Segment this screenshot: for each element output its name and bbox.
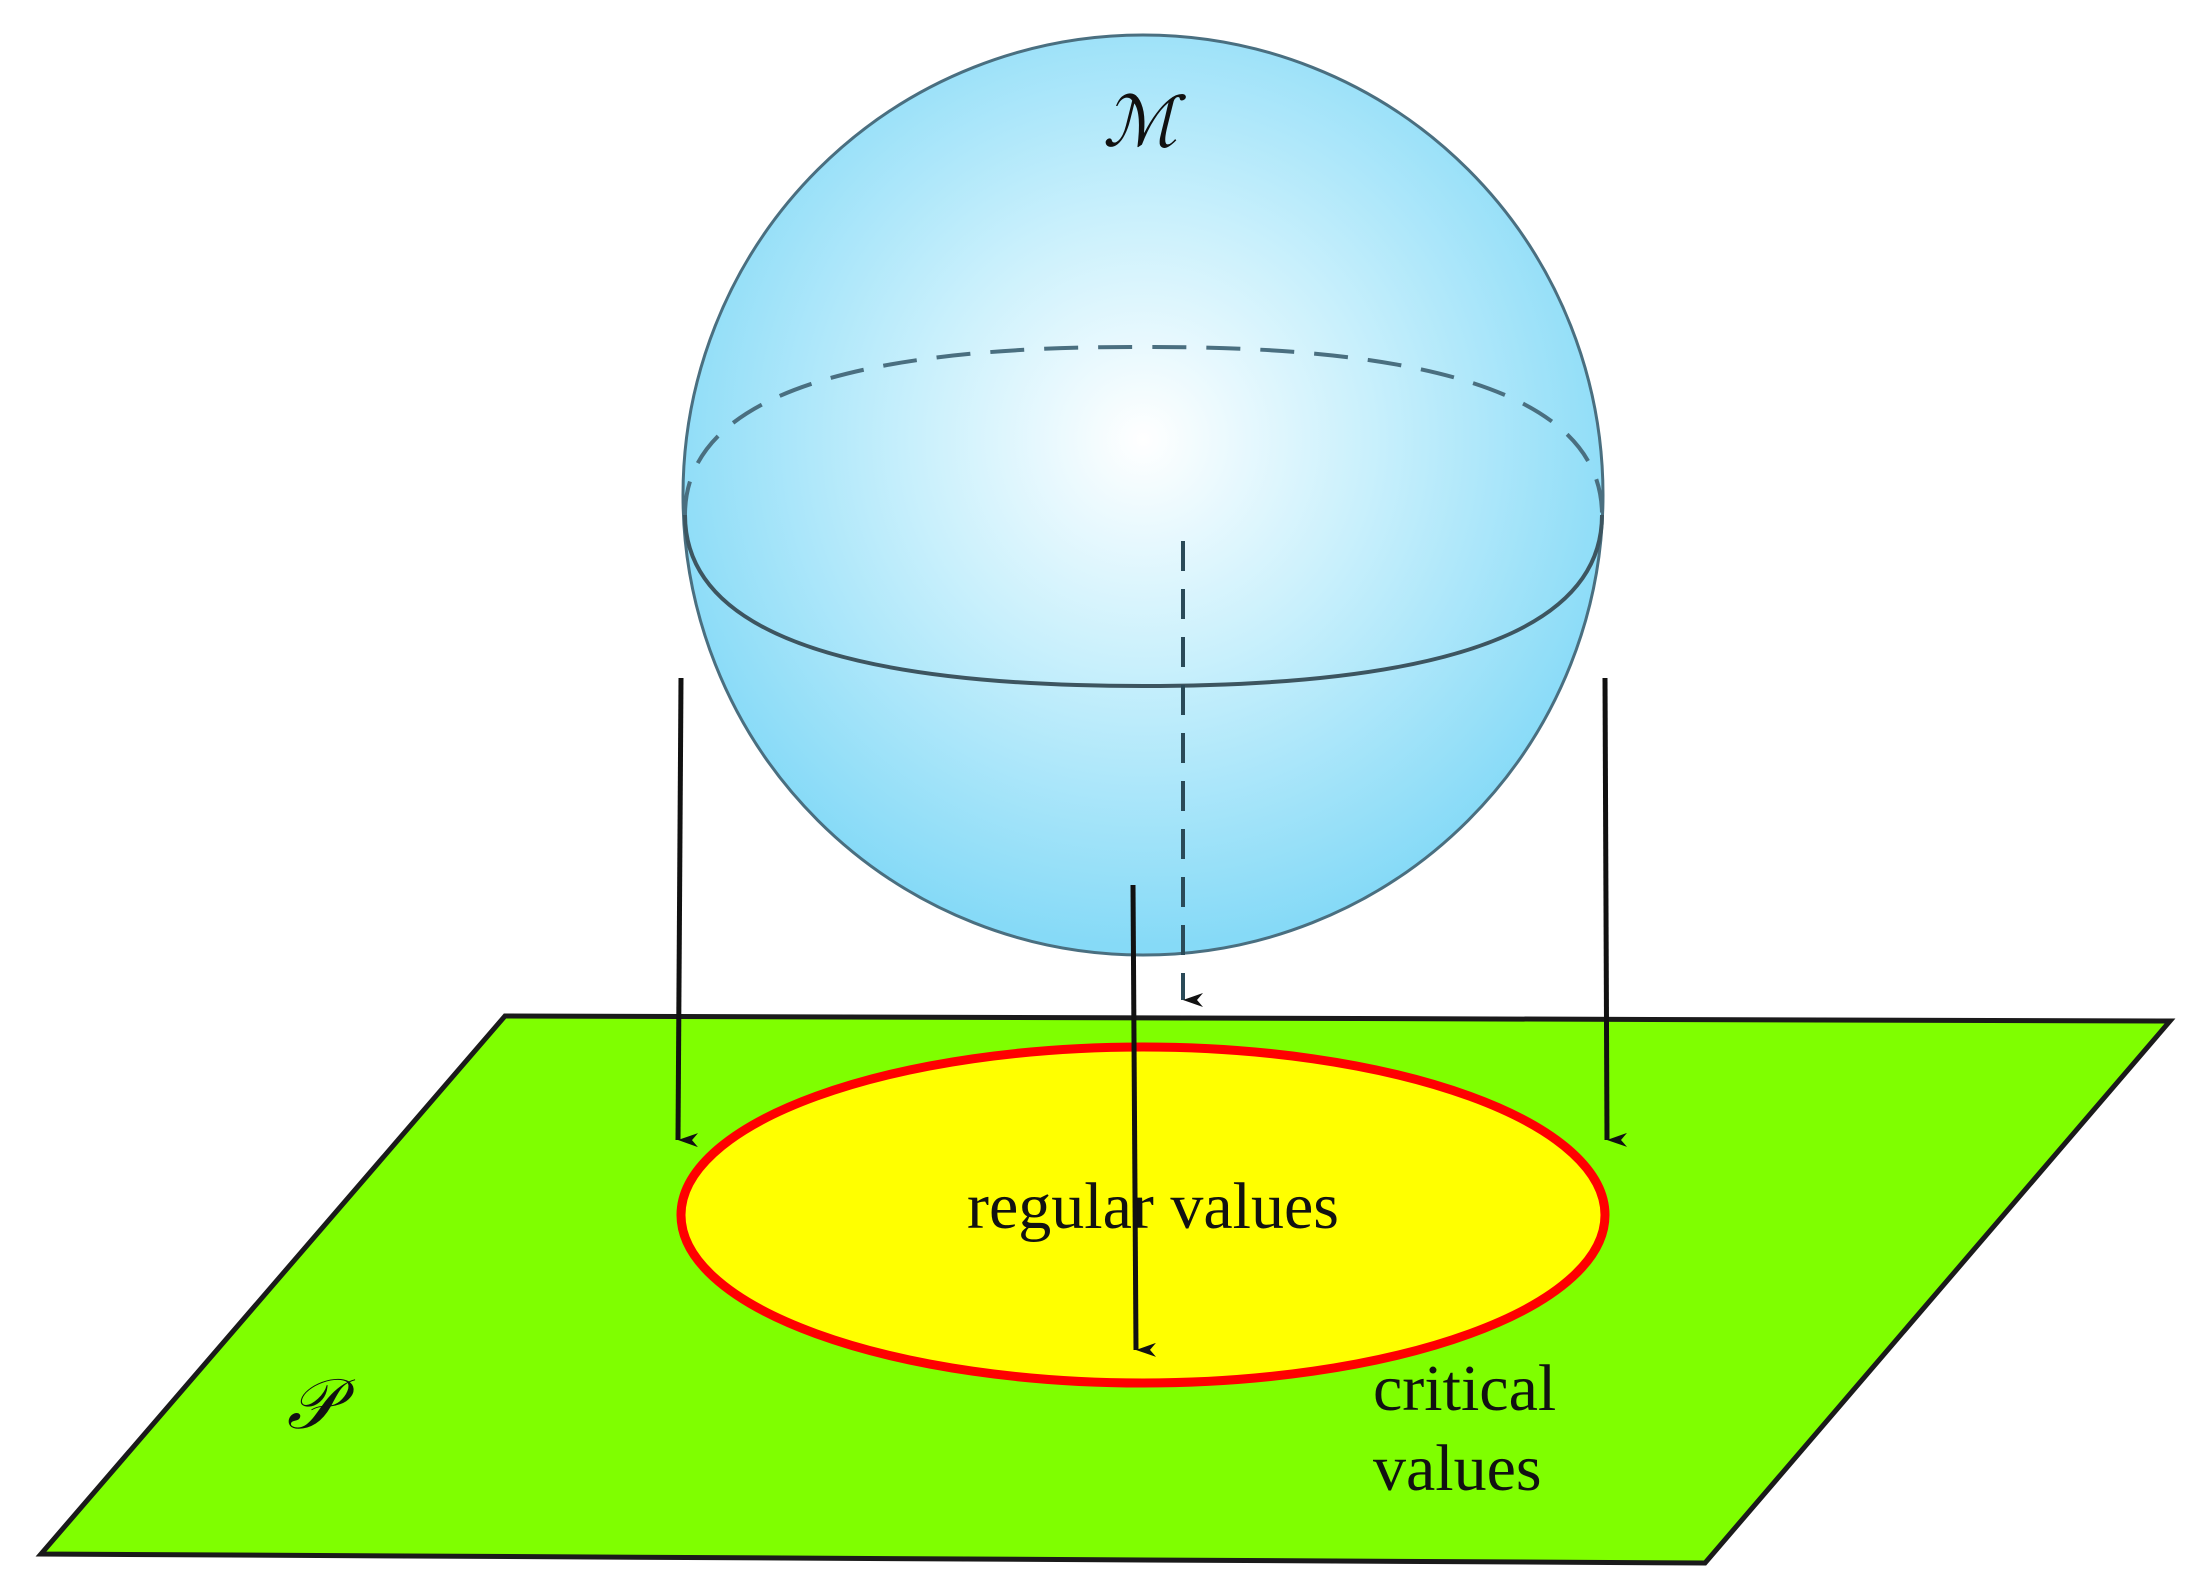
sphere-equator-front [683,514,1604,689]
critical-values-label-line1: critical [1373,1352,1556,1425]
center-projection-arrow [1130,884,1157,1357]
sphere-m [681,33,1605,957]
sphere-label: ℳ [1103,85,1187,162]
right-projection-arrow [1602,677,1628,1147]
regular-values-label: regular values [967,1170,1339,1243]
critical-values-label-line2: values [1373,1432,1542,1505]
regular-values-disk [676,1042,1610,1388]
left-projection-arrow [675,677,699,1148]
